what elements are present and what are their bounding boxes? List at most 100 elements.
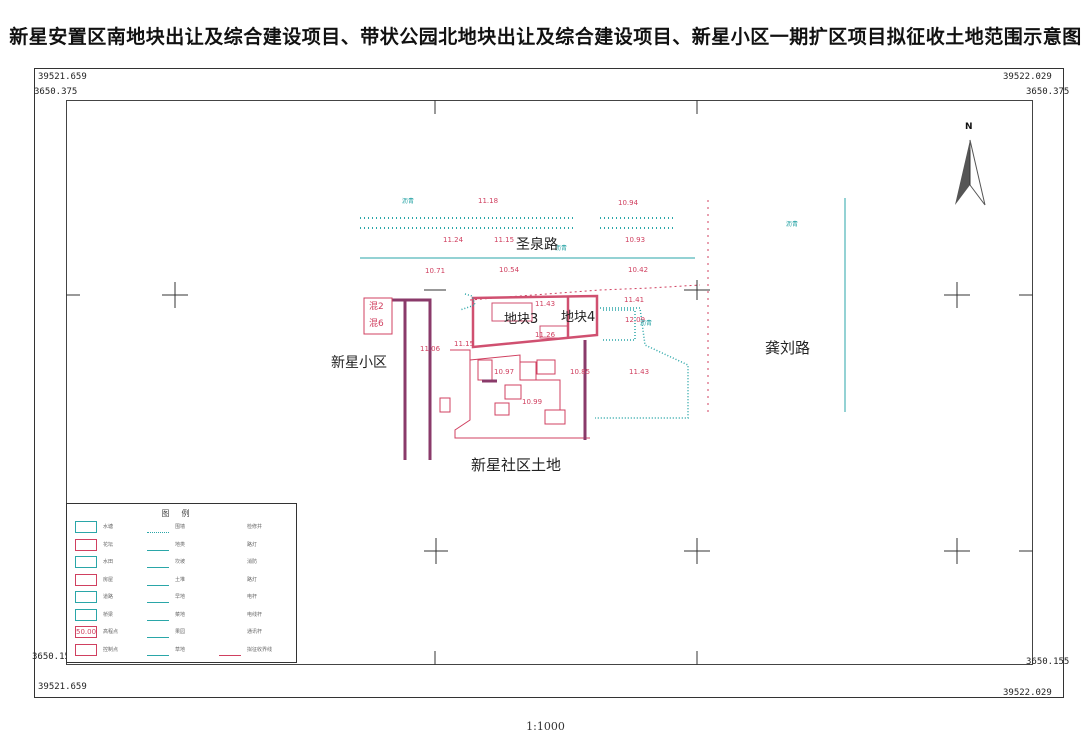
legend-row: 花坛地类路灯 bbox=[75, 538, 290, 554]
legend-text: 水塘 bbox=[103, 524, 114, 530]
legend-symbol-icon bbox=[147, 539, 169, 551]
map-legend: 图例 水塘围墙检修井花坛地类路灯水田坎坡消防房屋土堆路灯道路早地电杆桥梁菜地电线… bbox=[66, 503, 297, 663]
elevation-label: 10.97 bbox=[494, 368, 515, 376]
legend-symbol-icon bbox=[147, 626, 169, 638]
legend-row: 水田 坎坡 消防 bbox=[75, 555, 290, 571]
legend-symbol-icon bbox=[219, 644, 241, 656]
legend-row: 道路早地电杆 bbox=[75, 590, 290, 606]
legend-text: 草地 bbox=[175, 646, 186, 653]
coord-top-right-y: 3650.375 bbox=[1026, 87, 1070, 97]
legend-text: 房屋 bbox=[103, 576, 114, 583]
legend-row: 50.00 高程点 果园 通讯杆 bbox=[75, 625, 290, 641]
coord-bottom-left-x: 39521.659 bbox=[38, 682, 87, 692]
elevation-label: 10.94 bbox=[618, 199, 639, 207]
elevation-label: 11.06 bbox=[420, 345, 441, 353]
elevation-label: 11.26 bbox=[535, 331, 556, 339]
legend-text: 花坛 bbox=[103, 541, 114, 548]
legend-symbol-icon bbox=[219, 626, 241, 638]
legend-text: 坎坡 bbox=[175, 559, 186, 565]
elevation-label: 10.42 bbox=[628, 266, 649, 274]
coord-bottom-right-y: 3650.155 bbox=[1026, 657, 1070, 667]
coord-top-left-x: 39521.659 bbox=[38, 72, 87, 82]
elevation-label: 10.93 bbox=[625, 236, 646, 244]
coord-bottom-left-y: 3650.155 bbox=[32, 652, 76, 662]
surface-label: 沥青 bbox=[555, 245, 568, 252]
legend-text: 菜地 bbox=[175, 611, 186, 618]
map-scale: 1:1000 bbox=[526, 720, 565, 733]
area-label-xinxing-shequ: 新星社区土地 bbox=[471, 456, 562, 474]
shequ-features bbox=[363, 297, 590, 440]
legend-text: 电杆 bbox=[247, 594, 258, 600]
elevation-label: 11.18 bbox=[478, 197, 499, 205]
legend-symbol-icon bbox=[75, 608, 97, 621]
elevation-label: 11.24 bbox=[443, 236, 464, 244]
elevation-label: 11.43 bbox=[629, 368, 650, 376]
legend-symbol-icon bbox=[219, 539, 241, 551]
legend-text: 水田 bbox=[103, 559, 114, 565]
plot-label-4: 地块4 bbox=[561, 310, 596, 325]
surface-label: 沥青 bbox=[402, 198, 415, 205]
coord-bottom-right-x: 39522.029 bbox=[1003, 688, 1052, 698]
coord-top-right-x: 39522.029 bbox=[1003, 72, 1052, 82]
legend-text: 电线杆 bbox=[247, 611, 263, 618]
legend-text: 检修井 bbox=[247, 524, 263, 530]
legend-symbol-icon bbox=[75, 556, 97, 568]
green-parcel bbox=[595, 307, 689, 419]
legend-symbol-icon bbox=[75, 573, 97, 586]
legend-symbol-icon bbox=[75, 521, 97, 533]
elevation-label: 11.15 bbox=[494, 236, 515, 244]
zone-mark-a: 混2 bbox=[369, 302, 384, 312]
legend-symbol-icon bbox=[219, 521, 241, 533]
legend-symbol-icon bbox=[75, 538, 97, 551]
legend-text: 控制点 bbox=[103, 646, 119, 653]
legend-symbol-icon bbox=[147, 521, 169, 533]
plot-label-3: 地块3 bbox=[504, 312, 539, 327]
elevation-label: 10.54 bbox=[499, 266, 520, 274]
legend-symbol-icon bbox=[219, 574, 241, 586]
elevation-label: 10.71 bbox=[425, 267, 446, 275]
north-label: N bbox=[965, 122, 973, 132]
elevation-label: 11.41 bbox=[624, 296, 645, 304]
road-gongliu bbox=[707, 198, 846, 412]
legend-symbol-icon bbox=[147, 556, 169, 568]
north-arrow-icon bbox=[955, 139, 986, 206]
legend-symbol-icon bbox=[75, 643, 97, 656]
road-shengquan bbox=[360, 217, 695, 259]
legend-text: 桥梁 bbox=[103, 611, 114, 618]
surface-label: 沥青 bbox=[786, 221, 799, 228]
map-inner-frame bbox=[66, 100, 1033, 665]
legend-text: 消防 bbox=[247, 559, 258, 565]
road-label-shengquan: 圣泉路 bbox=[516, 237, 558, 253]
legend-row: 控制点 草地 拟征收界线 bbox=[75, 643, 290, 659]
legend-text: 路灯 bbox=[247, 576, 258, 583]
legend-text: 果园 bbox=[175, 629, 186, 635]
map-title: 新星安置区南地块出让及综合建设项目、带状公园北地块出让及综合建设项目、新星小区一… bbox=[9, 26, 1082, 48]
area-label-xinxing-xiaoqu: 新星小区 bbox=[331, 355, 387, 371]
surface-label: 沥青 bbox=[640, 320, 653, 327]
coord-top-left-y: 3650.375 bbox=[34, 87, 78, 97]
legend-symbol-icon bbox=[219, 591, 241, 603]
legend-text: 土堆 bbox=[175, 576, 186, 583]
elevation-label: 10.85 bbox=[570, 368, 591, 376]
legend-text: 高程点 bbox=[103, 629, 119, 635]
legend-symbol-icon bbox=[147, 591, 169, 603]
legend-symbol-icon bbox=[147, 609, 169, 621]
zone-mark-b: 混6 bbox=[369, 319, 384, 329]
grid-crosses bbox=[162, 280, 970, 564]
expropriation-boundary-top bbox=[469, 284, 701, 301]
legend-row: 房屋 土堆 路灯 bbox=[75, 573, 290, 589]
xinxing-xiaoqu-boundary bbox=[392, 298, 432, 460]
legend-symbol-icon: 50.00 bbox=[75, 626, 97, 638]
legend-text: 围墙 bbox=[175, 524, 186, 530]
legend-text: 拟征收界线 bbox=[247, 646, 273, 653]
legend-row: 水塘 围墙 检修井 bbox=[75, 520, 290, 536]
legend-symbol-icon bbox=[147, 644, 169, 656]
legend-symbol-icon bbox=[147, 574, 169, 586]
legend-symbol-icon bbox=[75, 591, 97, 603]
legend-row: 桥梁 菜地 电线杆 bbox=[75, 608, 290, 624]
legend-text: 通讯杆 bbox=[247, 629, 263, 635]
legend-symbol-icon bbox=[219, 609, 241, 621]
legend-text: 路灯 bbox=[247, 541, 258, 548]
elevation-label: 11.43 bbox=[535, 300, 556, 308]
